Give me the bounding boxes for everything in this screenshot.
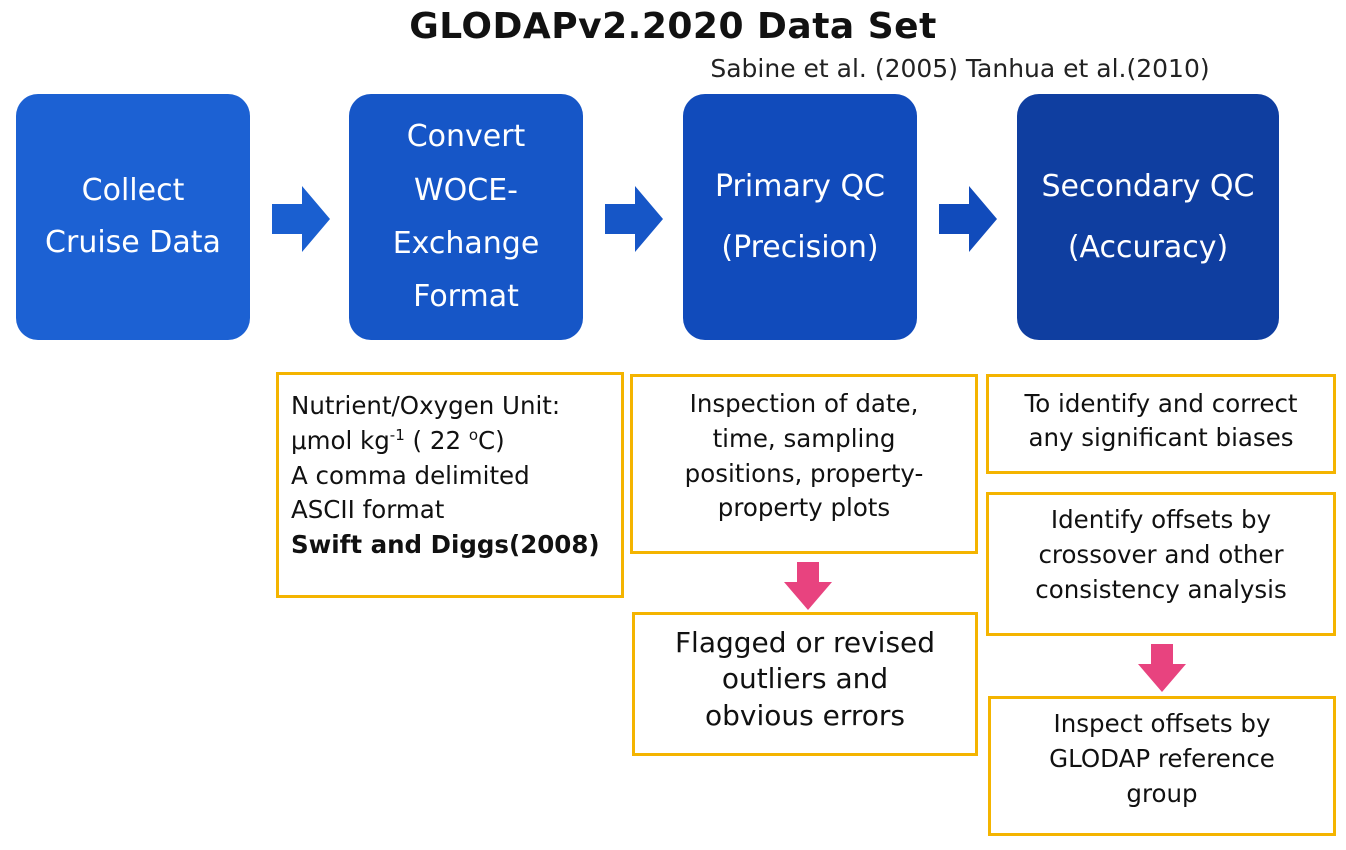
step-collect-cruise-data: Collect Cruise Data bbox=[16, 94, 250, 340]
note-line: obvious errors bbox=[705, 698, 905, 732]
right-arrow-icon bbox=[939, 186, 997, 252]
step-primary-qc: Primary QC (Precision) bbox=[683, 94, 917, 340]
note-line: Inspection of date, bbox=[689, 389, 919, 418]
step-convert-format: Convert WOCE- Exchange Format bbox=[349, 94, 583, 340]
step-label-line: (Accuracy) bbox=[1067, 230, 1229, 265]
note-primary-result: Flagged or revised outliers and obvious … bbox=[632, 612, 978, 756]
diagram-title: GLODAPv2.2020 Data Set bbox=[409, 6, 937, 47]
step-label-line: (Precision) bbox=[721, 230, 879, 265]
step-label-line: WOCE- bbox=[413, 172, 518, 208]
note-format-details: Nutrient/Oxygen Unit: μmol kg-1 ( 22 oC)… bbox=[276, 372, 624, 598]
note-line: Inspect offsets by bbox=[1053, 709, 1271, 738]
arrow-3 bbox=[939, 186, 997, 252]
note-line: crossover and other bbox=[1038, 539, 1284, 569]
right-arrow-icon bbox=[272, 186, 330, 252]
down-arrow-icon bbox=[784, 562, 832, 610]
note-line: Nutrient/Oxygen Unit: bbox=[291, 391, 561, 420]
note-line: Flagged or revised bbox=[674, 626, 936, 659]
step-label-line: Cruise Data bbox=[45, 225, 221, 260]
note-line: outliers and bbox=[721, 662, 889, 696]
arrow-2 bbox=[605, 186, 663, 252]
note-secondary-review: Inspect offsets by GLODAP reference grou… bbox=[988, 696, 1336, 836]
note-line: time, sampling bbox=[712, 423, 896, 453]
step-label-line: Exchange bbox=[392, 226, 540, 261]
note-line: ASCII format bbox=[291, 495, 445, 525]
note-line: group bbox=[1126, 778, 1198, 808]
note-line: GLODAP reference bbox=[1049, 743, 1275, 773]
unit-temp: ( 22 bbox=[404, 425, 469, 455]
note-line: any significant biases bbox=[1028, 423, 1294, 453]
down-arrow-icon bbox=[1138, 644, 1186, 692]
step-label-line: Secondary QC bbox=[1041, 168, 1255, 204]
step-label-line: Primary QC bbox=[714, 168, 886, 204]
note-line: A comma delimited bbox=[291, 460, 530, 490]
degree-symbol: o bbox=[468, 425, 479, 444]
step-label-line: Collect bbox=[81, 172, 185, 208]
note-line: To identify and correct bbox=[1024, 389, 1298, 418]
down-arrow-primary bbox=[784, 562, 832, 610]
down-arrow-secondary bbox=[1138, 644, 1186, 692]
note-primary-inspection: Inspection of date, time, sampling posit… bbox=[630, 374, 978, 554]
note-secondary-goal: To identify and correct any significant … bbox=[986, 374, 1336, 474]
unit-base: μmol kg bbox=[291, 425, 390, 455]
note-secondary-offsets: Identify offsets by crossover and other … bbox=[986, 492, 1336, 636]
step-label-line: Format bbox=[413, 279, 519, 315]
right-arrow-icon bbox=[605, 186, 663, 252]
note-line: positions, property- bbox=[684, 458, 924, 488]
citation-text: Sabine et al. (2005) Tanhua et al.(2010) bbox=[710, 54, 1210, 83]
note-line-unit: μmol kg-1 ( 22 oC) bbox=[291, 424, 609, 459]
step-label-line: Convert bbox=[406, 119, 526, 155]
unit-end: C) bbox=[478, 425, 505, 455]
arrow-1 bbox=[272, 186, 330, 252]
note-line: consistency analysis bbox=[1035, 574, 1287, 604]
note-line: Identify offsets by bbox=[1050, 505, 1272, 534]
unit-exponent: -1 bbox=[389, 425, 405, 444]
note-reference: Swift and Diggs(2008) bbox=[291, 530, 600, 560]
note-line: property plots bbox=[717, 493, 891, 523]
step-secondary-qc: Secondary QC (Accuracy) bbox=[1017, 94, 1279, 340]
